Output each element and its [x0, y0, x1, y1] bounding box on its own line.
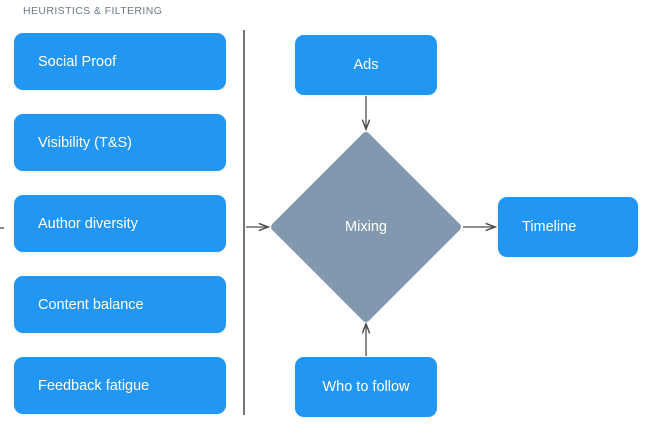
- heuristics-section-header: HEURISTICS & FILTERING: [23, 5, 163, 17]
- flow-box-label: Who to follow: [322, 379, 410, 395]
- flow-box-who-to-follow[interactable]: Who to follow: [295, 357, 437, 417]
- heuristic-box-content-balance[interactable]: Content balance: [14, 276, 226, 333]
- heuristic-box-feedback-fatigue[interactable]: Feedback fatigue: [14, 357, 226, 414]
- flow-box-label: Timeline: [522, 219, 577, 235]
- heuristic-box-visibility[interactable]: Visibility (T&S): [14, 114, 226, 171]
- flow-box-ads[interactable]: Ads: [295, 35, 437, 95]
- heuristic-box-author-diversity[interactable]: Author diversity: [14, 195, 226, 252]
- diamond-shape-icon: [271, 132, 461, 322]
- heuristic-label: Content balance: [38, 296, 144, 313]
- heuristic-label: Feedback fatigue: [38, 377, 150, 394]
- heuristic-label: Author diversity: [38, 215, 138, 232]
- vertical-divider: [243, 30, 245, 415]
- flow-box-timeline[interactable]: Timeline: [498, 197, 638, 257]
- heuristic-label: Visibility (T&S): [38, 134, 132, 151]
- flow-box-label: Ads: [353, 57, 379, 73]
- heuristic-label: Social Proof: [38, 53, 117, 70]
- heuristic-box-social-proof[interactable]: Social Proof: [14, 33, 226, 90]
